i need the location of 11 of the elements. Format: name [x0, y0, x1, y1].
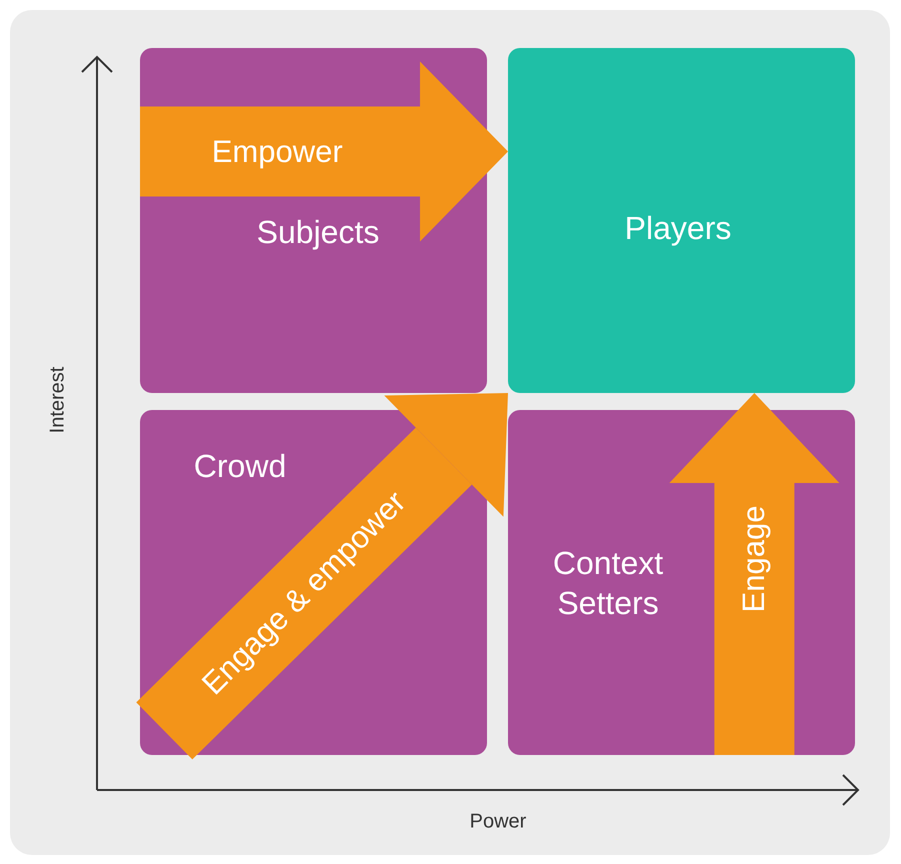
- block-arrow: [669, 393, 840, 755]
- arrow-label: Empower: [212, 134, 343, 170]
- quadrant-box: [508, 48, 855, 393]
- axis-label: Interest: [46, 366, 70, 434]
- arrow-label: Engage: [736, 506, 772, 613]
- quadrant-label: Crowd: [192, 447, 288, 486]
- quadrant-label: Players: [624, 209, 732, 248]
- block-arrow: [140, 62, 508, 242]
- quadrant-label: Subjects: [256, 213, 380, 252]
- quadrant-label: Context Setters: [552, 544, 664, 623]
- axis-label: Power: [470, 810, 526, 834]
